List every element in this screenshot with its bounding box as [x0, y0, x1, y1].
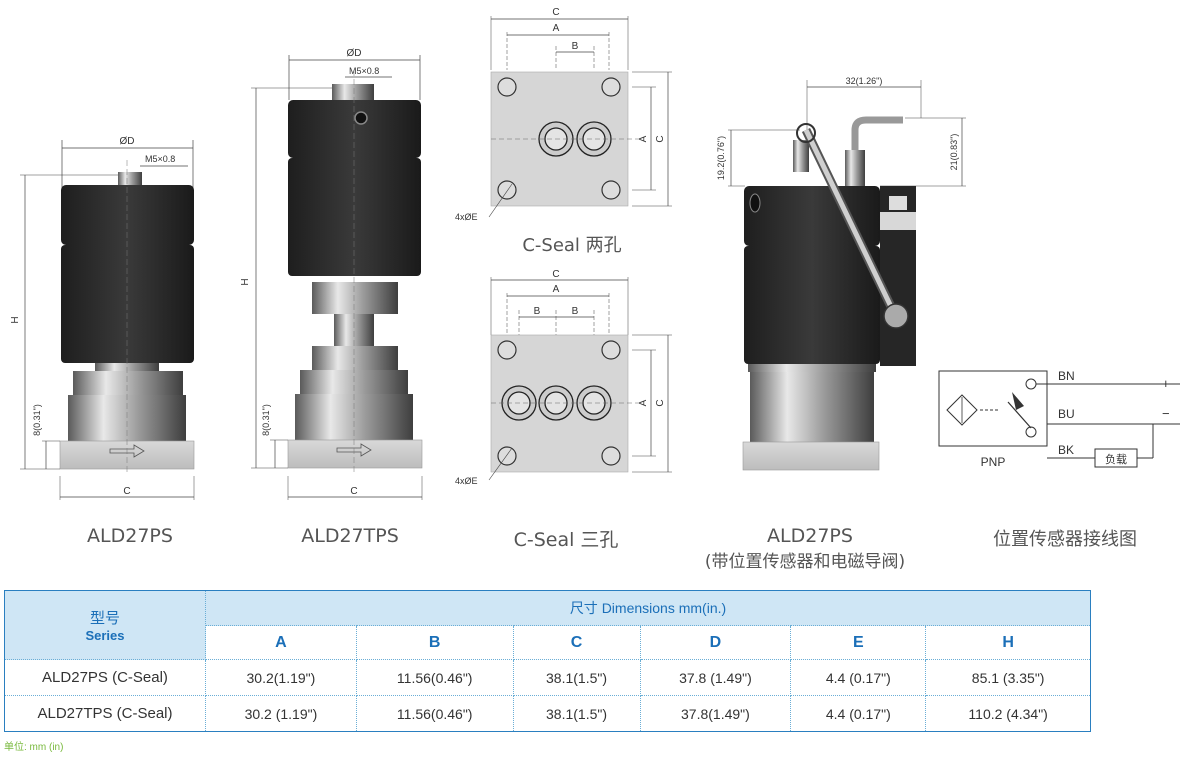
dimensions-table: 型号 Series 尺寸 Dimensions mm(in.) A B C D …: [4, 590, 1091, 732]
svg-text:A: A: [638, 135, 649, 142]
ald27ps-base-label: 8(0.31"): [32, 404, 42, 436]
column-header-e: E: [790, 625, 927, 660]
svg-text:C: C: [655, 135, 666, 142]
caption-seal-three: C-Seal 三孔: [513, 529, 619, 551]
table-row: ALD27PS (C-Seal) 30.2(1.19") 11.56(0.46"…: [4, 659, 1091, 696]
unit-note: 单位: mm (in): [4, 742, 64, 753]
series-header-en: Series: [85, 628, 125, 643]
table-cell: 4.4 (0.17"): [790, 659, 927, 696]
svg-text:A: A: [553, 284, 560, 295]
caption-sensor-subtitle: (带位置传感器和电磁导阀): [704, 552, 906, 572]
row-model: ALD27TPS (C-Seal): [4, 695, 206, 732]
table-cell: 30.2(1.19"): [205, 659, 357, 696]
table-cell: 11.56(0.46"): [355, 659, 514, 696]
ald27ps-h-label: H: [10, 316, 21, 323]
ald27ps-port-label: M5×0.8: [145, 154, 175, 164]
ald27tps-od-label: ØD: [347, 48, 362, 59]
table-cell: 38.1(1.5"): [512, 695, 641, 732]
caption-ald27ps: ALD27PS: [87, 525, 173, 547]
svg-text:B: B: [572, 306, 579, 317]
table-cell: 30.2 (1.19"): [205, 695, 357, 732]
ald27tps-port-label: M5×0.8: [349, 66, 379, 76]
ald27tps-base-label: 8(0.31"): [261, 404, 271, 436]
row-model: ALD27PS (C-Seal): [4, 659, 206, 696]
svg-text:BN: BN: [1058, 369, 1075, 383]
ald27tps-c-label: C: [350, 486, 357, 497]
column-header-h: H: [925, 625, 1091, 660]
svg-text:4xØE: 4xØE: [455, 212, 478, 222]
svg-text:A: A: [638, 399, 649, 406]
sensor-left-label: 19.2(0.76"): [716, 136, 726, 180]
caption-sensor-title: ALD27PS: [767, 525, 853, 547]
table-row: ALD27TPS (C-Seal) 30.2 (1.19") 11.56(0.4…: [4, 695, 1091, 732]
ald27ps-c-label: C: [123, 486, 130, 497]
table-cell: 4.4 (0.17"): [790, 695, 927, 732]
svg-text:C: C: [552, 7, 559, 18]
table-cell: 85.1 (3.35"): [925, 659, 1091, 696]
series-header-cn: 型号: [89, 610, 120, 627]
dimensions-header: 尺寸 Dimensions mm(in.): [205, 590, 1091, 626]
column-header-d: D: [639, 625, 792, 660]
svg-text:−: −: [1162, 406, 1170, 421]
column-header-a: A: [205, 625, 357, 660]
table-cell: 110.2 (4.34"): [925, 695, 1091, 732]
svg-text:B: B: [534, 306, 541, 317]
ald27tps-h-label: H: [240, 278, 251, 285]
caption-seal-two: C-Seal 两孔: [522, 235, 622, 256]
wiring-diagram: BN BU BK + − 负载 PNP: [938, 369, 1180, 469]
svg-text:4xØE: 4xØE: [455, 476, 478, 486]
column-header-c: C: [512, 625, 641, 660]
svg-text:C: C: [552, 269, 559, 280]
ald27tps-drawing: ØD M5×0.8 H 8(0.31") C: [240, 48, 423, 500]
sensor-version-drawing: 32(1.26") 19.2(0.76") 21(0.83"): [716, 76, 966, 471]
sensor-top-label: 32(1.26"): [846, 76, 883, 86]
svg-text:BK: BK: [1058, 443, 1074, 457]
svg-text:负载: 负载: [1105, 452, 1127, 466]
seal-three-drawing: C A B B A C 4xØE: [455, 269, 672, 486]
svg-text:+: +: [1162, 376, 1170, 391]
sensor-right-label: 21(0.83"): [949, 134, 959, 171]
table-cell: 37.8 (1.49"): [639, 659, 792, 696]
series-header: 型号 Series: [4, 590, 206, 660]
ald27ps-drawing: ØD M5×0.8 H 8(0.31") C: [10, 136, 195, 500]
svg-text:BU: BU: [1058, 407, 1075, 421]
caption-ald27tps: ALD27TPS: [301, 525, 399, 547]
seal-two-drawing: C A B A C 4xØE: [455, 7, 672, 222]
table-cell: 38.1(1.5"): [512, 659, 641, 696]
ald27ps-od-label: ØD: [120, 136, 135, 147]
svg-text:PNP: PNP: [981, 455, 1006, 469]
column-header-b: B: [355, 625, 514, 660]
caption-wiring: 位置传感器接线图: [993, 529, 1137, 550]
table-cell: 11.56(0.46"): [355, 695, 514, 732]
svg-text:C: C: [655, 399, 666, 406]
svg-text:A: A: [553, 23, 560, 34]
technical-drawings: ØD M5×0.8 H 8(0.31") C ØD M5×0.8: [10, 7, 1180, 500]
svg-text:B: B: [572, 41, 579, 52]
table-cell: 37.8(1.49"): [639, 695, 792, 732]
